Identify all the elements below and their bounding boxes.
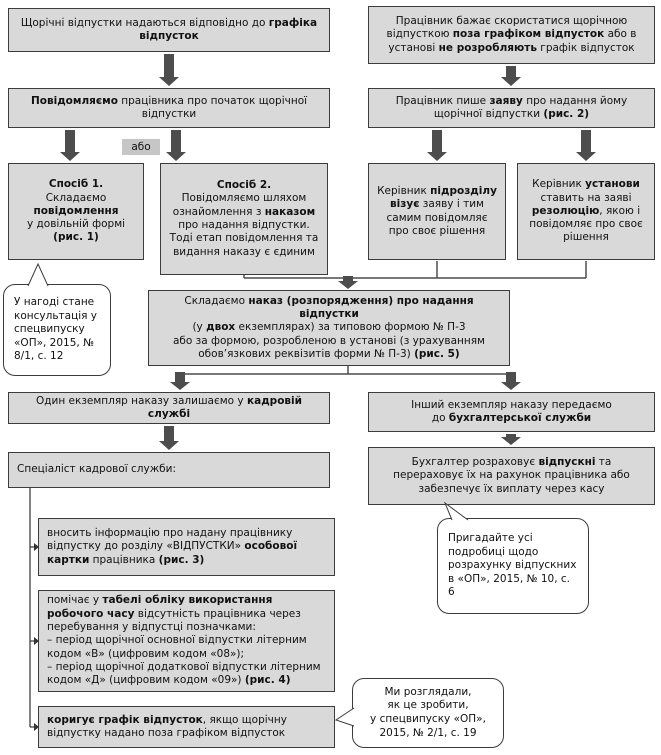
node-task-timesheet: помічає у табелі обліку використання роб… [38, 590, 335, 692]
arrow-nakaz-to-other-copy [501, 372, 521, 390]
node-notify-employee-text: Повідомляємо працівника про початок щорі… [30, 94, 308, 120]
arrow-schedule-to-notify [159, 54, 179, 86]
arrow-notify-to-sposib1 [60, 130, 80, 161]
node-unit-head-endorses: Керівник підрозділу візує заяву і тим са… [368, 163, 506, 260]
node-accountant-pays-text: Бухгалтер розраховує відпускні та перера… [393, 456, 630, 495]
node-employee-writes-application-text: Працівник пише заяву про надання йому що… [395, 94, 628, 120]
node-vacation-by-schedule-text: Щорічні відпустки надаються відповідно д… [20, 16, 318, 42]
node-task-adjust-schedule: коригує графік відпусток, якщо щорічну в… [38, 706, 335, 748]
node-institution-head-resolution: Керівник установи ставить на заяві резол… [517, 163, 655, 260]
node-issue-order-text: Складаємо наказ (розпорядження) про нада… [173, 294, 485, 360]
or-label: або [122, 139, 160, 155]
node-hr-specialist-text: Спеціаліст кадрової служби: [17, 463, 176, 476]
tip-bubble-right-text: Пригадайте усі подробиці щодо розрахунку… [448, 531, 577, 599]
node-vacation-off-schedule-text: Працівник бажає скористатися щорічною ві… [386, 15, 637, 54]
node-copy-hr-text: Один екземпляр наказу залишаємо у кадров… [35, 394, 303, 420]
tip-bubble-bottom: Ми розглядали,як це зробити,у спецвипуск… [352, 678, 504, 748]
node-task-personal-card: вносить інформацію про надану працівнику… [38, 518, 335, 576]
arrow-zayava-to-ustanova [576, 130, 596, 161]
or-label-text: або [131, 141, 151, 153]
arrow-merge-to-nakaz [338, 276, 358, 289]
task-branch-lines [29, 488, 34, 728]
arrow-zayava-to-pidrozdil [427, 130, 447, 161]
node-notify-employee: Повідомляємо працівника про початок щорі… [8, 88, 330, 128]
node-institution-head-resolution-text: Керівник установи ставить на заяві резол… [529, 178, 643, 244]
arrow-one-copy-to-specialist [159, 426, 179, 450]
node-issue-order: Складаємо наказ (розпорядження) про нада… [148, 290, 510, 366]
tip-bubble-left: У нагоді стане консультація у спецвипуск… [3, 284, 111, 376]
arrow-notify-to-sposib2 [166, 130, 186, 161]
node-vacation-off-schedule: Працівник бажає скористатися щорічною ві… [368, 6, 655, 64]
node-method-2-text: Спосіб 2.Повідомляємо шляхом ознайомленн… [169, 179, 319, 258]
node-vacation-by-schedule: Щорічні відпустки надаються відповідно д… [8, 8, 330, 52]
tip-bubble-right: Пригадайте усі подробиці щодо розрахунку… [437, 518, 589, 614]
node-task-personal-card-text: вносить інформацію про надану працівнику… [47, 527, 298, 566]
tip-bubble-left-text: У нагоді стане консультація у спецвипуск… [14, 295, 98, 363]
node-task-timesheet-text: помічає у табелі обліку використання роб… [47, 594, 321, 687]
arrow-request-to-zayava [501, 66, 521, 86]
node-employee-writes-application: Працівник пише заяву про надання йому що… [368, 88, 655, 128]
tip-bubble-bottom-text: Ми розглядали,як це зробити,у спецвипуск… [370, 685, 486, 739]
arrow-other-copy-to-bukhgalter [501, 434, 521, 445]
arrow-nakaz-to-one-copy [170, 372, 190, 390]
node-hr-specialist: Спеціаліст кадрової служби: [8, 452, 330, 488]
node-unit-head-endorses-text: Керівник підрозділу візує заяву і тим са… [377, 184, 497, 237]
node-task-adjust-schedule-text: коригує графік відпусток, якщо щорічну в… [47, 713, 287, 739]
tip-bubble-left-tail [27, 262, 49, 287]
node-method-2: Спосіб 2.Повідомляємо шляхом ознайомленн… [160, 163, 328, 275]
node-copy-hr: Один екземпляр наказу залишаємо у кадров… [8, 392, 330, 424]
node-accountant-pays: Бухгалтер розраховує відпускні та перера… [368, 447, 655, 505]
